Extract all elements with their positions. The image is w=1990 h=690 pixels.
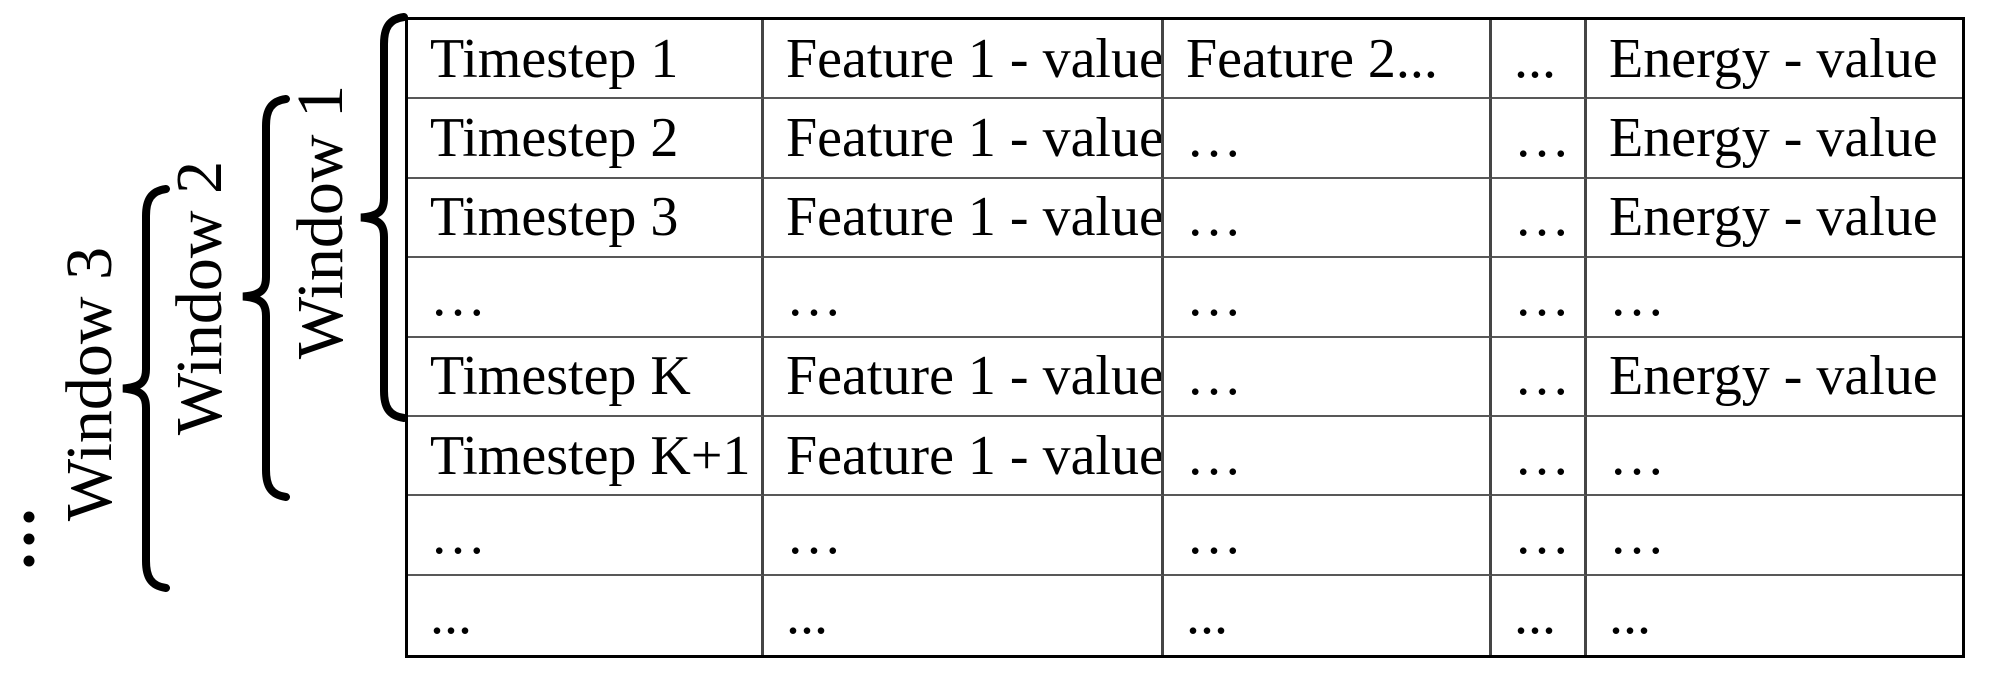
table-cell: Feature 1 - value: [764, 337, 1164, 417]
table-cell: Timestep 2: [408, 99, 764, 179]
table-cell: Timestep K+1: [408, 416, 764, 497]
table-cell: ...: [1609, 584, 1651, 647]
table-cell: …: [408, 496, 764, 576]
table-cell: …: [1164, 416, 1492, 497]
brace-window-1: [360, 13, 408, 422]
table-cell: ...: [1492, 20, 1587, 100]
table-cell: …: [1492, 416, 1587, 497]
window-1-label: Window 1: [284, 84, 357, 360]
table-cell: …: [1492, 337, 1587, 417]
table-cell: Energy - value: [1587, 179, 1962, 259]
table-cell: Timestep 3: [408, 178, 764, 259]
table-cell: Feature 1 - value: [764, 416, 1164, 497]
table-cell: …: [1587, 417, 1962, 497]
table-cell: Energy - value: [1587, 338, 1962, 417]
brace-window-2: [242, 95, 290, 501]
table-cell: …: [1492, 258, 1587, 338]
table-cell: …: [1492, 99, 1587, 179]
table-cell: …: [1164, 178, 1492, 259]
table-cell: ...: [764, 575, 1164, 655]
table-cell: …: [408, 258, 764, 338]
table-cell: Feature 1 - value: [764, 99, 1164, 179]
table-cell: Feature 1 - value: [764, 20, 1164, 100]
window-2-label: Window 2: [163, 160, 236, 436]
table-cell: …: [1587, 258, 1962, 338]
table-cell: …: [1164, 99, 1492, 179]
table-cell: Energy - value: [1587, 20, 1962, 100]
table-cell: Energy - value: [1587, 99, 1962, 179]
table-cell: …: [1164, 496, 1492, 576]
table-cell: ...: [1492, 575, 1587, 655]
table-cell: ...: [408, 575, 764, 655]
table-cell: Feature 1 - value: [764, 178, 1164, 259]
table-cell: Timestep K: [408, 337, 764, 417]
table-cell: Timestep 1: [408, 20, 764, 100]
window-3-label: Window 3: [53, 246, 126, 522]
table-cell: …: [764, 496, 1164, 576]
table-cell: Feature 2...: [1164, 20, 1492, 100]
table-cell: …: [1164, 258, 1492, 338]
table-cell: …: [1492, 178, 1587, 259]
timestep-feature-table: Timestep 1 Feature 1 - value Feature 2..…: [405, 17, 1965, 658]
brace-window-3: [122, 185, 170, 592]
table-cell: …: [1492, 496, 1587, 576]
table-cell: …: [764, 258, 1164, 338]
table-cell: …: [1164, 337, 1492, 417]
table-cell: …: [1587, 496, 1962, 576]
table-cell: ...: [1164, 575, 1492, 655]
vertical-ellipsis-icon: [23, 511, 35, 567]
